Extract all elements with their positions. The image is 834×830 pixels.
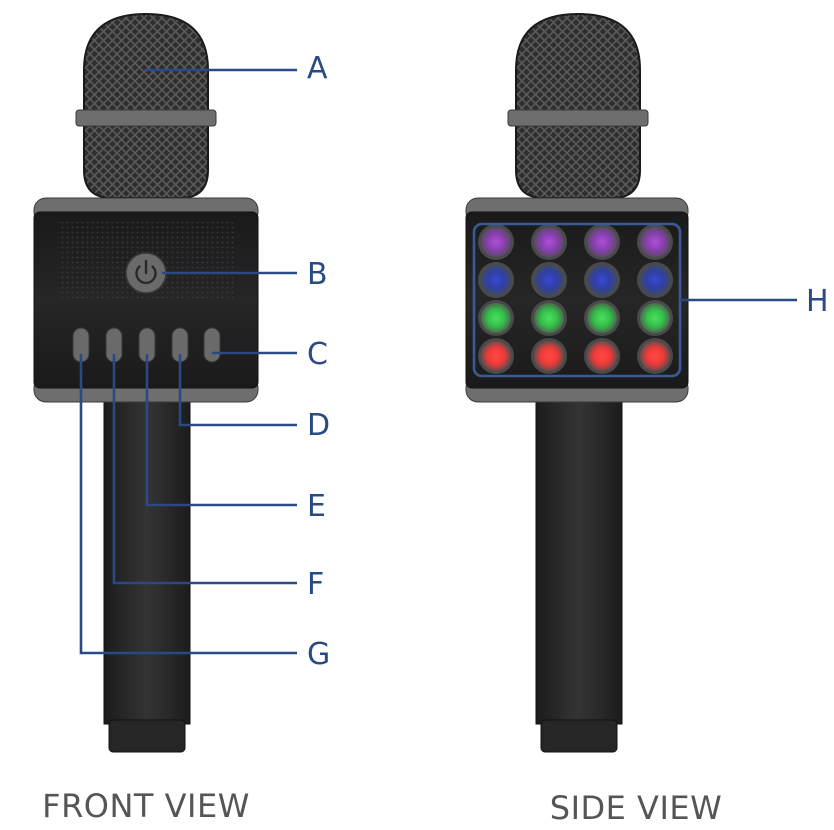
callout-h: H	[806, 284, 829, 319]
led-purple	[534, 227, 564, 257]
led-red	[481, 341, 511, 371]
front-grille	[83, 12, 209, 199]
led-purple	[481, 227, 511, 257]
callout-c: C	[307, 337, 328, 372]
led-blue	[587, 265, 617, 295]
led-purple	[587, 227, 617, 257]
led-red	[534, 341, 564, 371]
side-handle-cap	[540, 719, 618, 753]
led-blue	[481, 265, 511, 295]
callout-b: B	[307, 257, 328, 292]
power-icon	[135, 259, 157, 285]
leader-f	[112, 354, 297, 585]
led-green	[640, 303, 670, 333]
side-view-microphone	[465, 12, 689, 753]
side-grille-ring	[507, 109, 649, 127]
side-handle	[535, 397, 623, 725]
callout-g: G	[307, 637, 330, 672]
led-purple	[640, 227, 670, 257]
led-blue	[534, 265, 564, 295]
side-grille	[515, 12, 641, 199]
led-blue	[640, 265, 670, 295]
led-green	[481, 303, 511, 333]
front-grille-ring	[75, 109, 217, 127]
callout-d: D	[307, 408, 330, 443]
power-button[interactable]	[125, 252, 167, 294]
led-red	[587, 341, 617, 371]
front-leader-lines	[79, 68, 297, 655]
led-red	[640, 341, 670, 371]
callout-f: F	[307, 567, 324, 602]
callout-e: E	[307, 489, 326, 524]
led-green	[534, 303, 564, 333]
led-grid	[478, 224, 673, 374]
leader-d	[178, 354, 297, 427]
side-view-caption: SIDE VIEW	[550, 789, 722, 827]
callout-a: A	[307, 51, 328, 86]
leader-g	[79, 354, 297, 655]
front-view-caption: FRONT VIEW	[42, 787, 250, 825]
control-button-5[interactable]	[203, 327, 221, 363]
led-green	[587, 303, 617, 333]
front-handle-cap	[108, 719, 186, 753]
front-view-microphone	[33, 12, 259, 753]
leader-e	[145, 354, 297, 507]
